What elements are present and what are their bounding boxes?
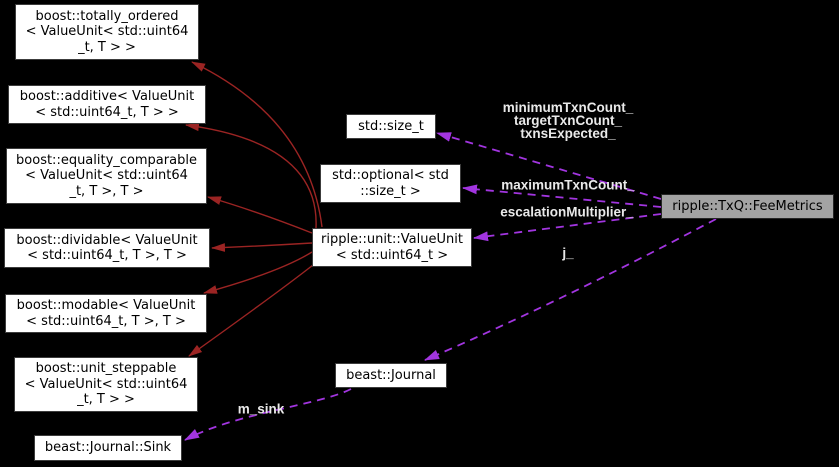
node-label: beast::Journal (346, 367, 436, 383)
node-label: boost::totally_ordered < ValueUnit< std:… (25, 8, 189, 55)
node-ripple-unit-valueunit[interactable]: ripple::unit::ValueUnit < std::uint64_t … (312, 228, 472, 267)
edge-usage-j (424, 218, 717, 361)
node-label: beast::Journal::Sink (44, 440, 172, 456)
edge-inherit-totally-ordered (191, 61, 323, 228)
edge-label-m-sink: m_sink (237, 401, 285, 417)
node-label: boost::additive< ValueUnit < std::uint64… (19, 89, 195, 120)
node-boost-unit-steppable[interactable]: boost::unit_steppable < ValueUnit< std::… (14, 357, 198, 412)
node-boost-modable[interactable]: boost::modable< ValueUnit < std::uint64_… (5, 294, 207, 333)
node-ripple-txq-feemetrics: ripple::TxQ::FeeMetrics (661, 194, 834, 219)
node-boost-equality-comparable[interactable]: boost::equality_comparable < ValueUnit< … (6, 148, 207, 204)
node-boost-dividable[interactable]: boost::dividable< ValueUnit < std::uint6… (4, 228, 210, 268)
node-boost-additive[interactable]: boost::additive< ValueUnit < std::uint64… (8, 85, 206, 124)
node-label: ripple::TxQ::FeeMetrics (672, 198, 823, 214)
edge-usage-m-sink (184, 388, 352, 441)
node-label: boost::equality_comparable < ValueUnit< … (16, 152, 197, 199)
edge-label-maximumTxnCount: maximumTxnCount_ (501, 177, 635, 193)
node-label: boost::dividable< ValueUnit < std::uint6… (16, 232, 198, 263)
edge-usage-min-target-txns (436, 132, 662, 200)
node-beast-journal-sink[interactable]: beast::Journal::Sink (34, 435, 182, 461)
node-label: ripple::unit::ValueUnit < std::uint64_t … (321, 232, 463, 263)
edge-inherit-unit-steppable (188, 264, 314, 357)
node-label: std::size_t (358, 118, 424, 134)
edge-usage-escalationMultiplier (473, 213, 662, 242)
node-beast-journal[interactable]: beast::Journal (335, 363, 447, 388)
edge-inherit-modable (203, 251, 313, 294)
edge-label-min-target-txns: minimumTxnCount_ targetTxnCount_ txnsExp… (502, 99, 634, 141)
node-std-size-t[interactable]: std::size_t (346, 114, 436, 139)
edge-inherit-dividable (211, 242, 313, 252)
node-boost-totally-ordered[interactable]: boost::totally_ordered < ValueUnit< std:… (15, 4, 199, 60)
edge-label-j: j_ (562, 245, 574, 261)
node-label: boost::unit_steppable < ValueUnit< std::… (24, 361, 188, 408)
edge-inherit-equality-comparable (207, 196, 313, 234)
edge-label-escalationMultiplier: escalationMultiplier_ (500, 204, 634, 220)
node-std-optional-size-t[interactable]: std::optional< std ::size_t > (320, 164, 461, 203)
node-label: boost::modable< ValueUnit < std::uint64_… (16, 298, 196, 329)
edge-usage-maximumTxnCount (462, 184, 662, 208)
edge-inherit-additive (185, 122, 317, 229)
node-label: std::optional< std ::size_t > (332, 168, 449, 199)
